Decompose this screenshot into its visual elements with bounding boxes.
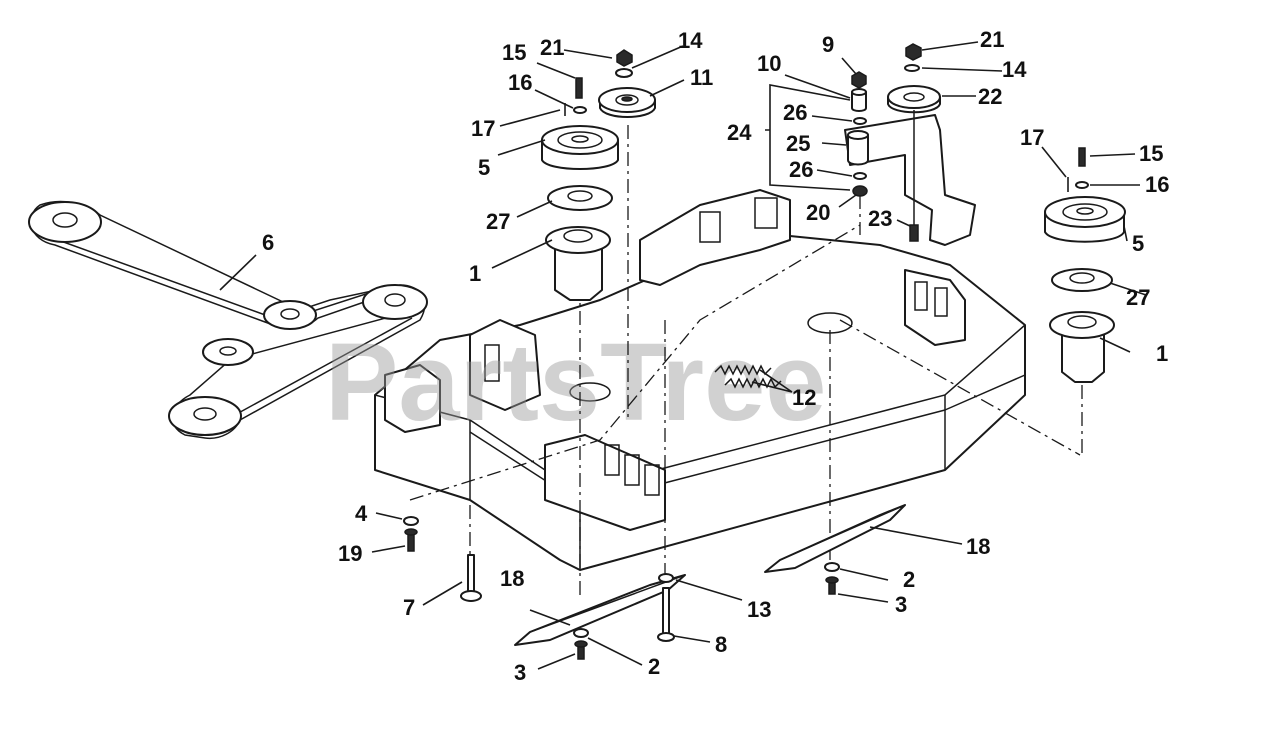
blade-left[interactable]	[514, 574, 686, 646]
callout-17: 17	[471, 116, 495, 141]
axis-right-deck	[839, 319, 1081, 456]
callout-15: 15	[502, 40, 526, 65]
spacer-washer-left[interactable]	[547, 185, 613, 211]
washer-14-right[interactable]	[904, 64, 920, 72]
bolt-8[interactable]	[657, 587, 675, 642]
washer-26-top[interactable]	[853, 117, 867, 125]
callout-21: 21	[980, 27, 1004, 52]
belt-idler-small	[202, 338, 254, 366]
bolt-15-right[interactable]	[1078, 147, 1086, 167]
idler-arm-bracket[interactable]	[844, 114, 976, 246]
callout-3: 3	[514, 660, 526, 685]
washer-4[interactable]	[403, 516, 419, 526]
callout-18: 18	[500, 566, 524, 591]
callout-16: 16	[508, 70, 532, 95]
callout-14: 14	[678, 28, 703, 53]
idler-pulley-22[interactable]	[887, 85, 941, 114]
watermark-text: PartsTree	[325, 321, 826, 444]
callout-17: 17	[1020, 125, 1044, 150]
spindle-pulley-right[interactable]	[1044, 196, 1126, 243]
callout-13: 13	[747, 597, 771, 622]
callout-12: 12	[792, 385, 816, 410]
spacer-25[interactable]	[847, 130, 869, 166]
callout-19: 19	[338, 541, 362, 566]
nut-21-right[interactable]	[905, 43, 922, 61]
callout-10: 10	[757, 51, 781, 76]
spacer-washer-right[interactable]	[1051, 268, 1113, 292]
callout-21: 21	[540, 35, 564, 60]
washer-2-left[interactable]	[573, 628, 589, 638]
belt-pulley-bottom	[168, 396, 242, 436]
spindle-housing-right[interactable]	[1049, 311, 1115, 383]
callout-labels: 1 1 2 2 3 3 4 5 5 6 7 8 9 10 11 12 13 14…	[262, 27, 1169, 685]
nut-9[interactable]	[851, 71, 867, 89]
bolt-23[interactable]	[909, 110, 919, 242]
callout-27: 27	[486, 209, 510, 234]
callout-8: 8	[715, 632, 727, 657]
callout-20: 20	[806, 200, 830, 225]
callout-26: 26	[783, 100, 807, 125]
callout-6: 6	[262, 230, 274, 255]
spindle-pulley-left[interactable]	[541, 125, 619, 170]
callout-24: 24	[727, 120, 752, 145]
callout-18: 18	[966, 534, 990, 559]
callout-14: 14	[1002, 57, 1027, 82]
callout-7: 7	[403, 595, 415, 620]
belt-pulley-mid	[263, 300, 317, 330]
callout-1: 1	[1156, 341, 1168, 366]
idler-pulley-11[interactable]	[598, 87, 656, 118]
bolt-3-left[interactable]	[574, 640, 588, 660]
leader-lines	[219, 41, 1147, 670]
bolt-3-right[interactable]	[825, 576, 839, 595]
deck-mount-bracket-right	[904, 269, 966, 346]
washer-14-left[interactable]	[615, 68, 633, 78]
washer-13[interactable]	[658, 573, 674, 583]
callout-2: 2	[648, 654, 660, 679]
deck-mount-bracket-left	[384, 319, 541, 433]
deck-spindle-hole-left	[569, 382, 611, 402]
bolt-19[interactable]	[404, 528, 418, 552]
axis-belt-route	[409, 224, 861, 501]
belt-pulley-left	[28, 201, 102, 243]
washer-2-right[interactable]	[824, 562, 840, 572]
callout-4: 4	[355, 501, 368, 526]
callout-9: 9	[822, 32, 834, 57]
callout-11: 11	[690, 65, 713, 90]
washer-16-left[interactable]	[573, 106, 587, 114]
callout-2: 2	[903, 567, 915, 592]
callout-23: 23	[868, 206, 892, 231]
callout-3: 3	[895, 592, 907, 617]
washer-26-bottom[interactable]	[853, 172, 867, 180]
nut-21-left[interactable]	[616, 49, 633, 67]
callout-26: 26	[789, 157, 813, 182]
washer-16-right[interactable]	[1075, 181, 1089, 189]
blade-right[interactable]	[764, 504, 906, 573]
callout-5: 5	[478, 155, 490, 180]
callout-27: 27	[1126, 285, 1150, 310]
callout-25: 25	[786, 131, 810, 156]
callout-16: 16	[1145, 172, 1169, 197]
bolt-7[interactable]	[460, 554, 482, 602]
spindle-housing-left[interactable]	[545, 226, 611, 301]
belt-pulley-right	[362, 284, 428, 320]
callout-5: 5	[1132, 231, 1144, 256]
callout-1: 1	[469, 261, 481, 286]
callout-15: 15	[1139, 141, 1163, 166]
callout-22: 22	[978, 84, 1002, 109]
deck-mount-bracket-rear	[639, 189, 791, 286]
bolt-15-left[interactable]	[575, 77, 583, 99]
bushing-10[interactable]	[851, 88, 867, 112]
bushing-20[interactable]	[852, 185, 868, 197]
